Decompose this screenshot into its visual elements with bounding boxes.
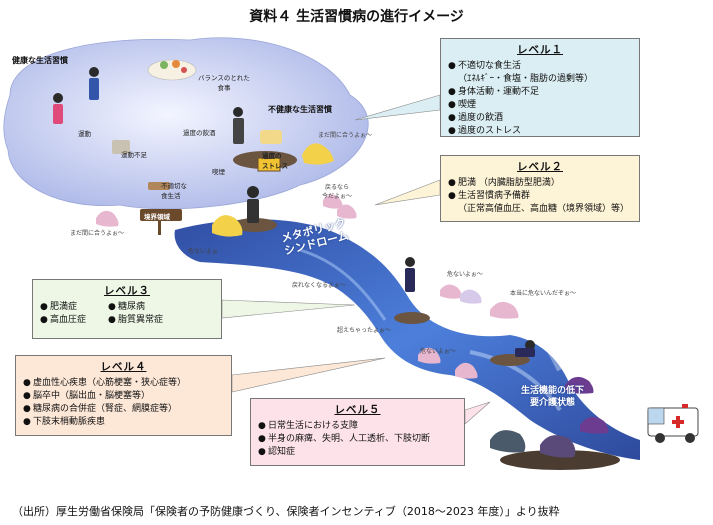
level-item: ●糖尿病の合併症（腎症、網膜症等） [23,404,178,414]
level-item: ●過度のストレス [448,126,522,136]
level-item: ●下肢末梢動脈疾患 [23,417,106,427]
level-3-title: レベル３ [104,285,150,297]
source-note: （出所）厚生労働省保険局「保険者の予防健康づくり、保険者インセンティブ（2018… [12,505,560,518]
ghost-whisper: 超えちゃったよぉ～ [337,327,392,334]
rock-platform [500,450,620,470]
food-icon [148,182,170,190]
ghost-whisper: 戻れなくなるよぉ～ [292,282,347,289]
level-item: （正常高値血圧、高血糖（境界領域）等） [458,204,630,214]
balanced-meal-icon [147,59,197,81]
level-item: ●肥満症 [40,302,78,312]
ambulance-icon [647,404,699,443]
level-2-title: レベル２ [517,161,563,173]
rock-platform [394,312,430,324]
level-item: （ｴﾈﾙｷﾞｰ・食塩・脂肪の過剰等） [458,74,594,84]
ghost-whisper: 危ないよぉ～ [447,271,483,278]
level-2-list: ●肥満 （内臓脂肪型肥満） ●生活習慣病予備群 （正常高値血圧、高血糖（境界領域… [448,177,632,216]
ghost-whisper: 戻るなら 今だよぉ～ [322,184,353,200]
level-item: ●喫煙 [448,100,477,110]
level-item: ●過度の飲酒 [448,113,504,123]
ghost-whisper: 危ないよぉ～ [420,348,456,355]
callout-l3 [221,299,356,319]
exercise-label: 運動 [78,130,91,138]
level-item: ●認知症 [258,447,296,457]
border-sign-label: 境界領域 [144,213,170,221]
unhealthy-lifestyle-label: 不健康な生活習慣 [268,105,332,114]
level-item: ●半身の麻痺、失明、人工透析、下肢切断 [258,434,431,444]
level-item: ●身体活動・運動不足 [448,87,540,97]
warning-sign [257,157,281,172]
level-4-title: レベル４ [100,361,147,373]
ghost-whisper: 危ないよぉ [188,248,218,255]
level-item: ●糖尿病 [108,302,146,312]
level-3-list: ●糖尿病 ●脂質異常症 [108,301,163,327]
level-1-box: レベル１ ●不適切な食生活 （ｴﾈﾙｷﾞｰ・食塩・脂肪の過剰等） ●身体活動・運… [440,38,640,137]
ghost-whisper: まだ間に合うよぉ～ [70,230,125,237]
level-3-box: レベル３ ●肥満症 ●高血圧症 ●糖尿病 ●脂質異常症 [32,279,222,339]
level-1-list: ●不適切な食生活 （ｴﾈﾙｷﾞｰ・食塩・脂肪の過剰等） ●身体活動・運動不足 ●… [448,60,632,138]
callout-l1 [354,94,441,121]
food-icon [112,140,130,154]
page-title: 資料４ 生活習慣病の進行イメージ [249,9,464,25]
ghost-whisper: まだ間に合うよぉ～ [318,132,373,139]
drinking-label: 過度の飲酒 [183,129,216,137]
level-item: ●脂質異常症 [108,315,164,325]
healthy-lifestyle-label: 健康な生活習慣 [12,56,68,65]
smoking-label: 喫煙 [212,168,225,176]
level-item: ●虚血性心疾患（心筋梗塞・狭心症等） [23,378,187,388]
callout-l5 [464,401,491,425]
balanced-meal-label: バランスのとれた 食事 [198,74,250,92]
ghost-whisper: 本当に危ないんだぞぉ～ [510,290,577,297]
level-5-list: ●日常生活における支障 ●半身の麻痺、失明、人工透析、下肢切断 ●認知症 [258,420,457,459]
level-item: ●不適切な食生活 [448,61,522,71]
level-item: ●生活習慣病予備群 [448,191,531,201]
stress-label: 過度の ストレス [262,152,288,170]
bad-diet-label: 不適切な 食生活 [161,182,187,200]
care-state-label: 生活機能の低下 要介護状態 [521,386,585,408]
warning-ghost [96,143,609,458]
level-3-list: ●肥満症 ●高血圧症 [40,301,86,327]
person-figure [53,67,535,357]
lack-exercise-label: 運動不足 [121,151,147,159]
river [174,219,641,460]
level-item: ●肥満 （内臓脂肪型肥満） [448,178,560,188]
level-item: ●脳卒中（脳出血・脳梗塞等） [23,391,151,401]
rock-platform [233,218,277,232]
level-item: ●日常生活における支障 [258,421,359,431]
level-1-title: レベル１ [517,44,563,56]
level-2-box: レベル２ ●肥満 （内臓脂肪型肥満） ●生活習慣病予備群 （正常高値血圧、高血糖… [440,155,640,222]
level-4-box: レベル４ ●虚血性心疾患（心筋梗塞・狭心症等） ●脳卒中（脳出血・脳梗塞等） ●… [15,355,232,436]
level-item: ●高血圧症 [40,315,87,325]
border-sign [140,209,182,221]
level-5-box: レベル５ ●日常生活における支障 ●半身の麻痺、失明、人工透析、下肢切断 ●認知… [250,398,465,466]
level-5-title: レベル５ [334,404,381,416]
callout-l2 [374,179,441,206]
level-4-list: ●虚血性心疾患（心筋梗塞・狭心症等） ●脳卒中（脳出血・脳梗塞等） ●糖尿病の合… [23,377,224,429]
food-icon [260,130,282,144]
callout-l4 [231,357,386,393]
